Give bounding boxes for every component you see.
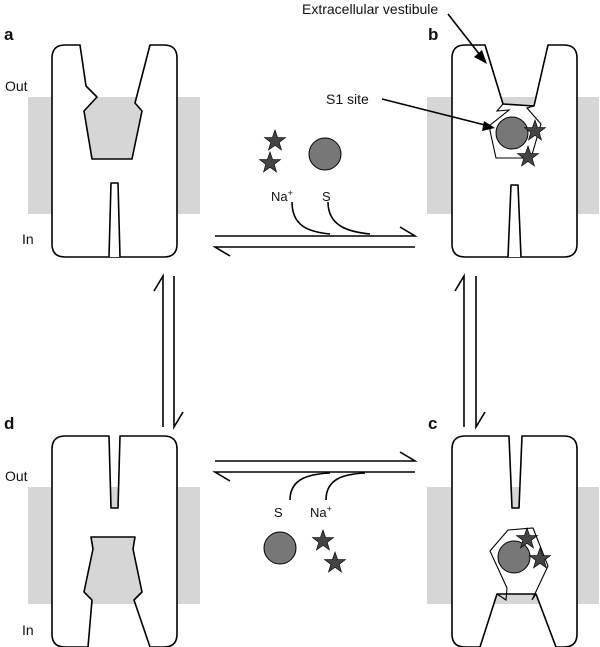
in-label-a: In bbox=[22, 231, 34, 247]
in-label-d: In bbox=[22, 622, 34, 638]
sodium-star-bottom2 bbox=[323, 551, 347, 573]
equilibrium-arrow-top bbox=[212, 201, 418, 257]
panel-label-c: c bbox=[428, 414, 437, 433]
substrate-circle-b bbox=[495, 116, 529, 150]
transporter-d bbox=[51, 435, 178, 647]
panel-label-b: b bbox=[428, 25, 438, 44]
s1-site-ligands-c bbox=[497, 527, 552, 574]
substrate-circle-bottom bbox=[263, 531, 297, 565]
transporter-a bbox=[51, 44, 178, 258]
sodium-label-bottom: Na+ bbox=[310, 504, 332, 520]
transporter-b bbox=[451, 44, 578, 258]
substrate-label-bottom: S bbox=[274, 505, 283, 520]
s1-site-annotation: S1 site bbox=[326, 91, 369, 107]
out-label-a: Out bbox=[5, 78, 28, 94]
s1-site-ligands-b bbox=[495, 116, 547, 167]
equilibrium-arrow-bottom bbox=[212, 451, 418, 501]
substrate-circle-top bbox=[308, 137, 342, 171]
panel-label-a: a bbox=[4, 25, 14, 44]
substrate-circle-c bbox=[497, 540, 531, 574]
panel-label-d: d bbox=[4, 414, 14, 433]
annotation-pointers bbox=[381, 13, 495, 131]
free-ligands-bottom bbox=[263, 529, 347, 573]
sodium-label-top: Na+ bbox=[271, 188, 293, 204]
out-label-d: Out bbox=[5, 468, 28, 484]
free-ligands-top bbox=[258, 129, 342, 173]
vestibule-annotation: Extracellular vestibule bbox=[302, 1, 438, 17]
sodium-star-bottom1 bbox=[311, 529, 335, 551]
sodium-star-top1 bbox=[263, 129, 287, 151]
equilibrium-arrow-right bbox=[454, 273, 486, 430]
substrate-label-top: S bbox=[322, 189, 331, 204]
sodium-star-top2 bbox=[258, 151, 282, 173]
equilibrium-arrow-left bbox=[153, 273, 184, 430]
